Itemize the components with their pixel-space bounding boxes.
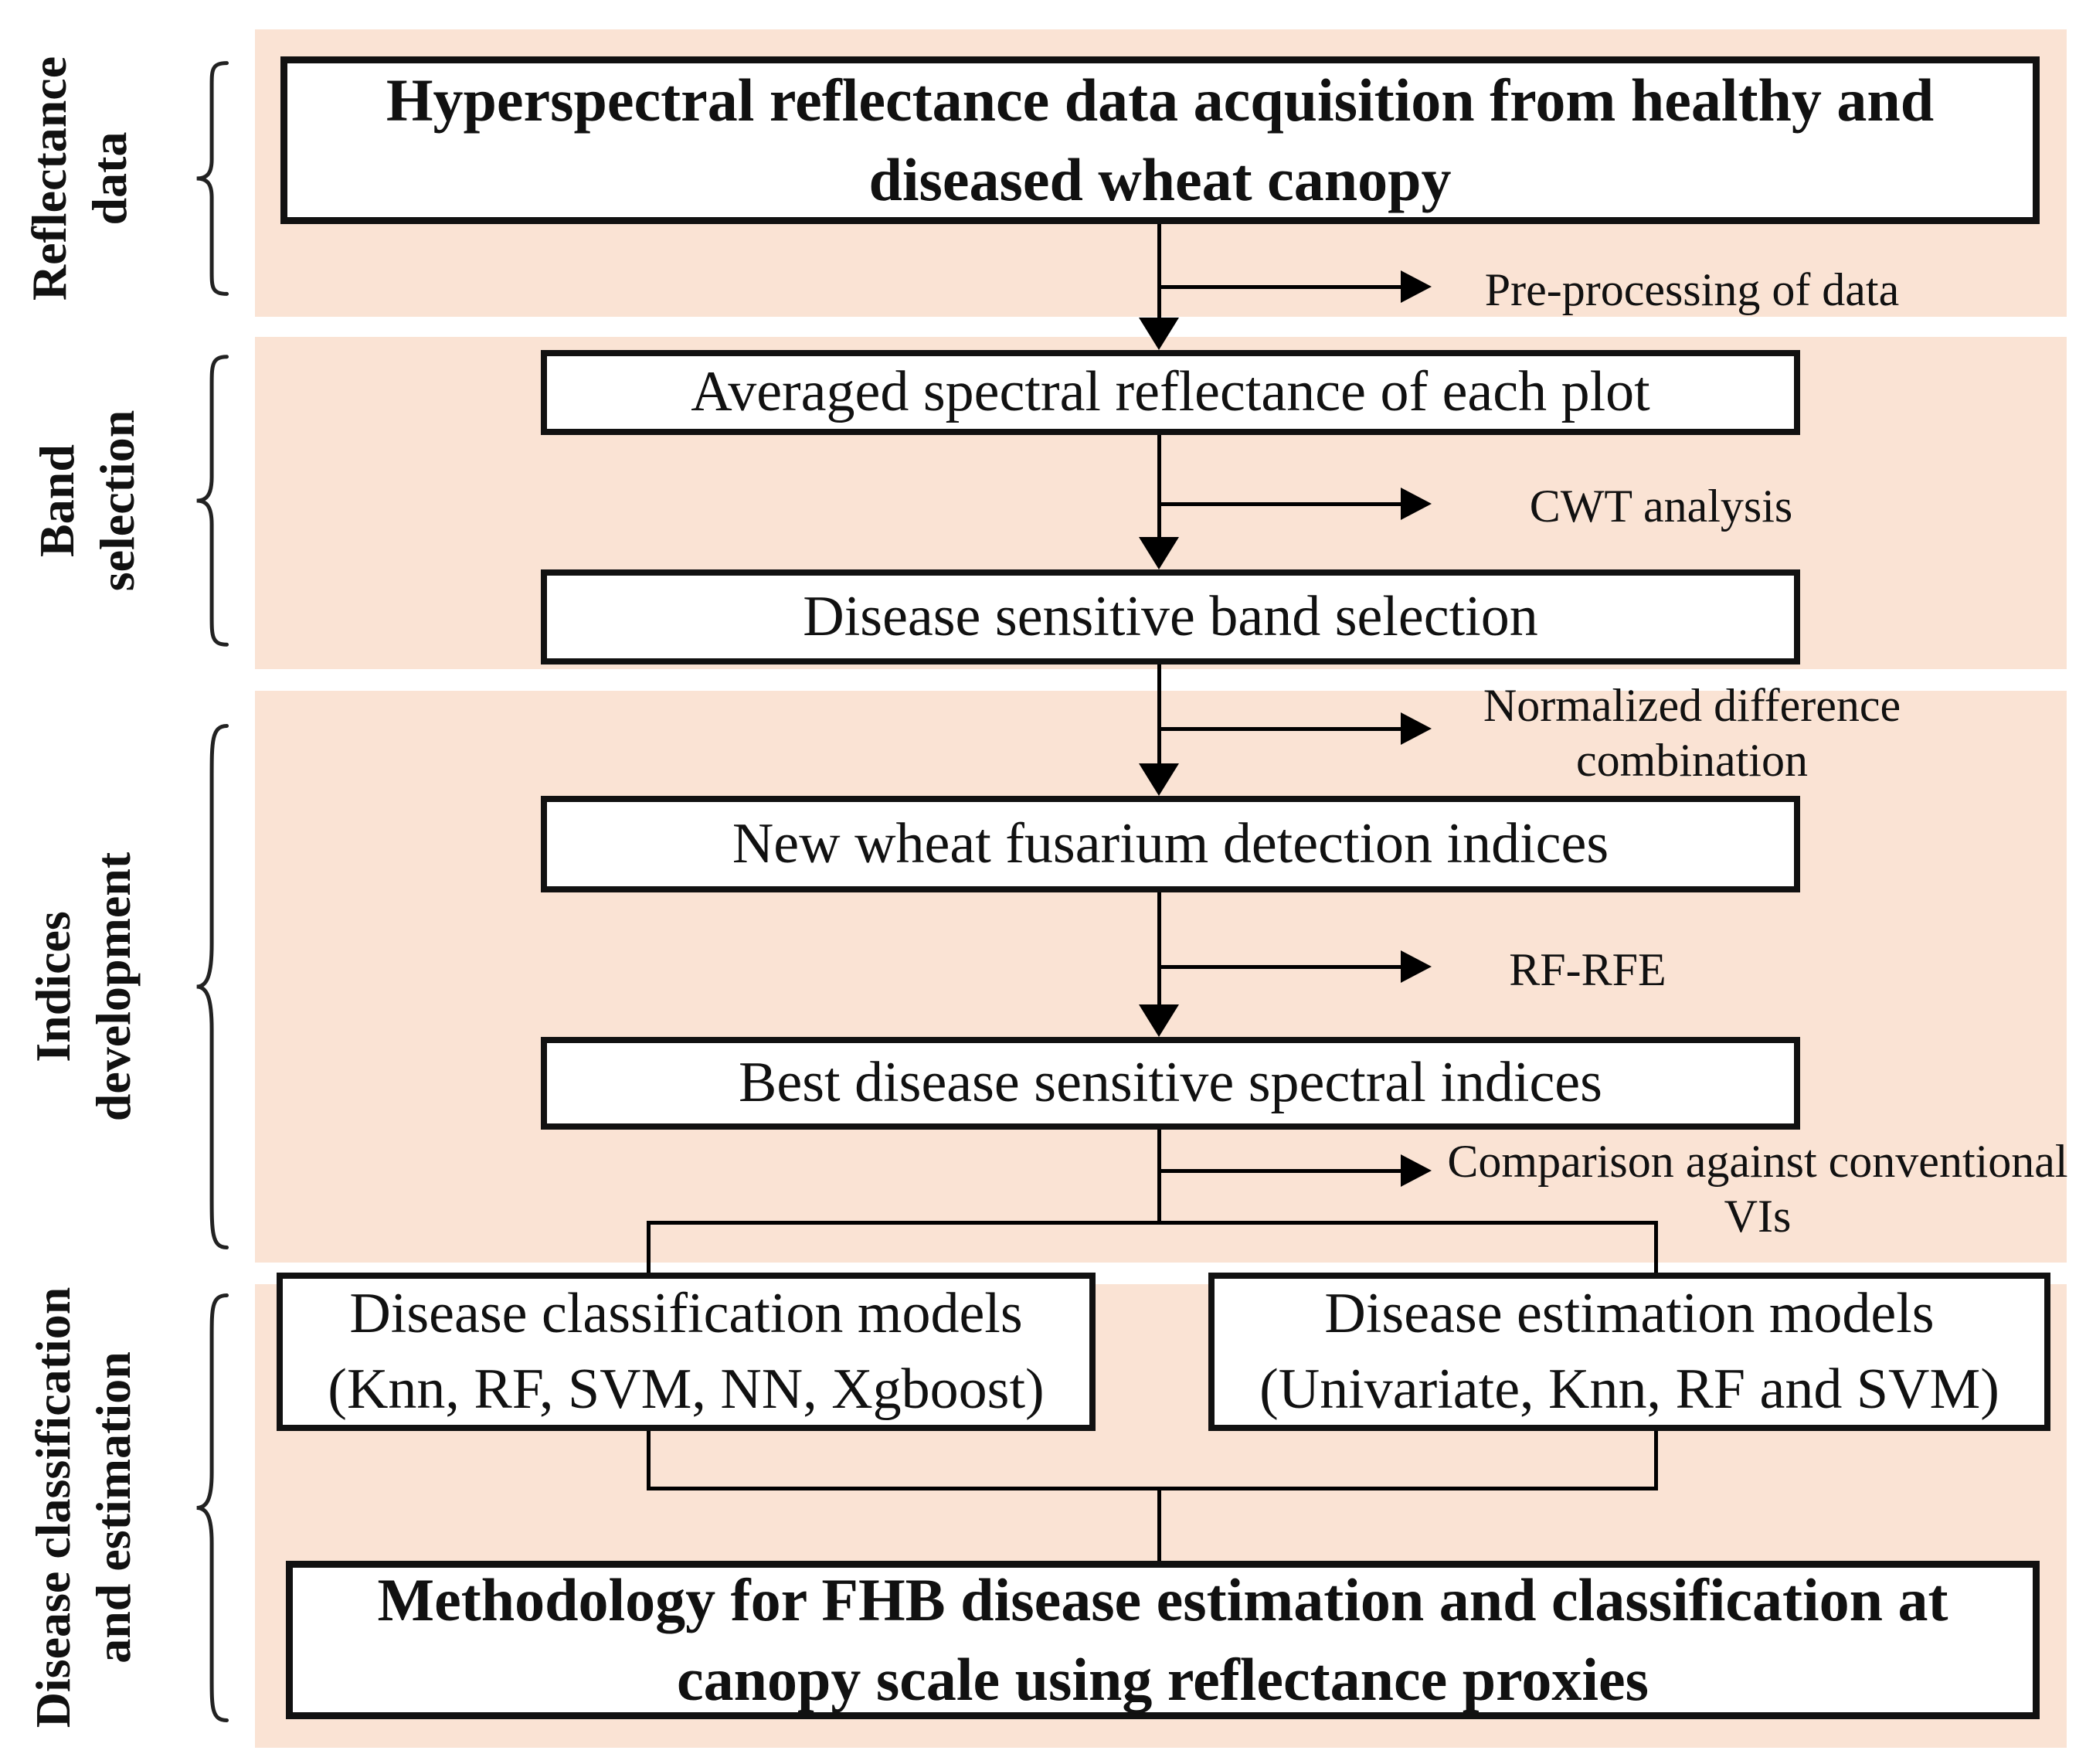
side-label-line: and estimation (86, 1351, 141, 1664)
annotation-rf-rfe: RF-RFE (1472, 943, 1704, 998)
arrowhead-right-comparison (1401, 1154, 1432, 1187)
arrowhead-right-preprocessing (1401, 270, 1432, 303)
arrowhead-right-normalized (1401, 712, 1432, 745)
annotation-line: combination (1576, 734, 1808, 786)
side-label-band-selection: Band selection (27, 410, 148, 592)
branch-line-preprocessing (1159, 285, 1402, 289)
annotation-normalized-difference: Normalized difference combination (1460, 678, 1924, 788)
box-estimation-models: Disease estimation models (Univariate, K… (1208, 1273, 2050, 1431)
brace-disease-classification-icon (190, 1289, 232, 1727)
annotation-line: CWT analysis (1529, 481, 1793, 532)
annotation-line: VIs (1724, 1190, 1792, 1242)
side-label-line: Band (29, 444, 84, 557)
arrowhead-down-to-averaged (1139, 318, 1179, 350)
box-text-line: Disease classification models (349, 1281, 1023, 1345)
box-text-line: Disease estimation models (1324, 1281, 1935, 1345)
side-label-line: Reflectance (21, 56, 76, 301)
branch-line-cwt (1159, 502, 1402, 506)
spine-line-3 (1157, 664, 1161, 766)
arrowhead-down-to-band-selection (1139, 537, 1179, 569)
annotation-line: RF-RFE (1509, 944, 1666, 995)
spine-line-4 (1157, 892, 1161, 1008)
annotation-line: Pre-processing of data (1484, 264, 1900, 315)
side-label-line: selection (90, 410, 144, 592)
box-new-indices: New wheat fusarium detection indices (541, 796, 1800, 892)
side-label-disease-classification: Disease classification and estimation (23, 1287, 144, 1728)
annotation-comparison-vis: Comparison against conventional VIs (1425, 1134, 2086, 1244)
box-text-line: New wheat fusarium detection indices (732, 811, 1609, 875)
annotation-preprocessing: Pre-processing of data (1445, 263, 1939, 318)
box-text-line: Best disease sensitive spectral indices (739, 1051, 1602, 1115)
spine-line-1 (1157, 224, 1161, 321)
merge-connector-right-riser (1654, 1431, 1658, 1490)
box-text-line: Methodology for FHB disease estimation a… (377, 1565, 1948, 1633)
arrowhead-right-cwt (1401, 488, 1432, 520)
side-label-line: Indices (25, 911, 80, 1062)
spine-line-2 (1157, 433, 1161, 541)
split-connector-left-drop (647, 1221, 651, 1273)
box-text-line: (Univariate, Knn, RF and SVM) (1259, 1357, 1999, 1421)
arrowhead-down-to-new-indices (1139, 763, 1179, 796)
side-label-line: Disease classification (25, 1286, 80, 1728)
box-methodology: Methodology for FHB disease estimation a… (286, 1561, 2040, 1719)
side-label-line: development (86, 851, 141, 1122)
merge-connector-left-riser (647, 1431, 651, 1490)
branch-line-rf-rfe (1159, 965, 1402, 969)
box-classification-models: Disease classification models (Knn, RF, … (277, 1273, 1096, 1431)
split-connector-right-drop (1654, 1221, 1658, 1273)
box-text-line: Disease sensitive band selection (803, 584, 1538, 648)
annotation-cwt: CWT analysis (1483, 479, 1839, 534)
box-best-indices: Best disease sensitive spectral indices (541, 1037, 1800, 1130)
box-averaged-reflectance: Averaged spectral reflectance of each pl… (541, 350, 1800, 435)
spine-line-5 (1157, 1130, 1161, 1224)
arrowhead-down-to-best-indices (1139, 1004, 1179, 1037)
annotation-line: Comparison against conventional (1447, 1136, 2068, 1187)
brace-band-selection-icon (190, 352, 232, 649)
side-label-indices-development: Indices development (23, 852, 144, 1121)
box-text-line: Hyperspectral reflectance data acquisiti… (386, 66, 1935, 134)
annotation-line: Normalized difference (1483, 680, 1901, 731)
split-connector-horizontal (648, 1221, 1657, 1225)
box-band-selection: Disease sensitive band selection (541, 569, 1800, 664)
merge-connector-horizontal (648, 1487, 1657, 1490)
branch-line-comparison (1159, 1169, 1402, 1173)
arrowhead-right-rf-rfe (1401, 950, 1432, 983)
box-text-line: diseased wheat canopy (868, 145, 1452, 213)
side-label-line: data (82, 131, 137, 226)
box-text-line: (Knn, RF, SVM, NN, Xgboost) (328, 1357, 1045, 1421)
box-text-line: canopy scale using reflectance proxies (677, 1645, 1649, 1713)
box-text-line: Averaged spectral reflectance of each pl… (691, 360, 1650, 424)
branch-line-normalized (1159, 727, 1402, 731)
merge-connector-center-drop (1157, 1487, 1161, 1561)
box-acquisition: Hyperspectral reflectance data acquisiti… (280, 56, 2040, 224)
side-label-reflectance-data: Reflectance data (19, 56, 140, 301)
brace-reflectance-data-icon (190, 59, 232, 297)
brace-indices-development-icon (190, 718, 232, 1256)
